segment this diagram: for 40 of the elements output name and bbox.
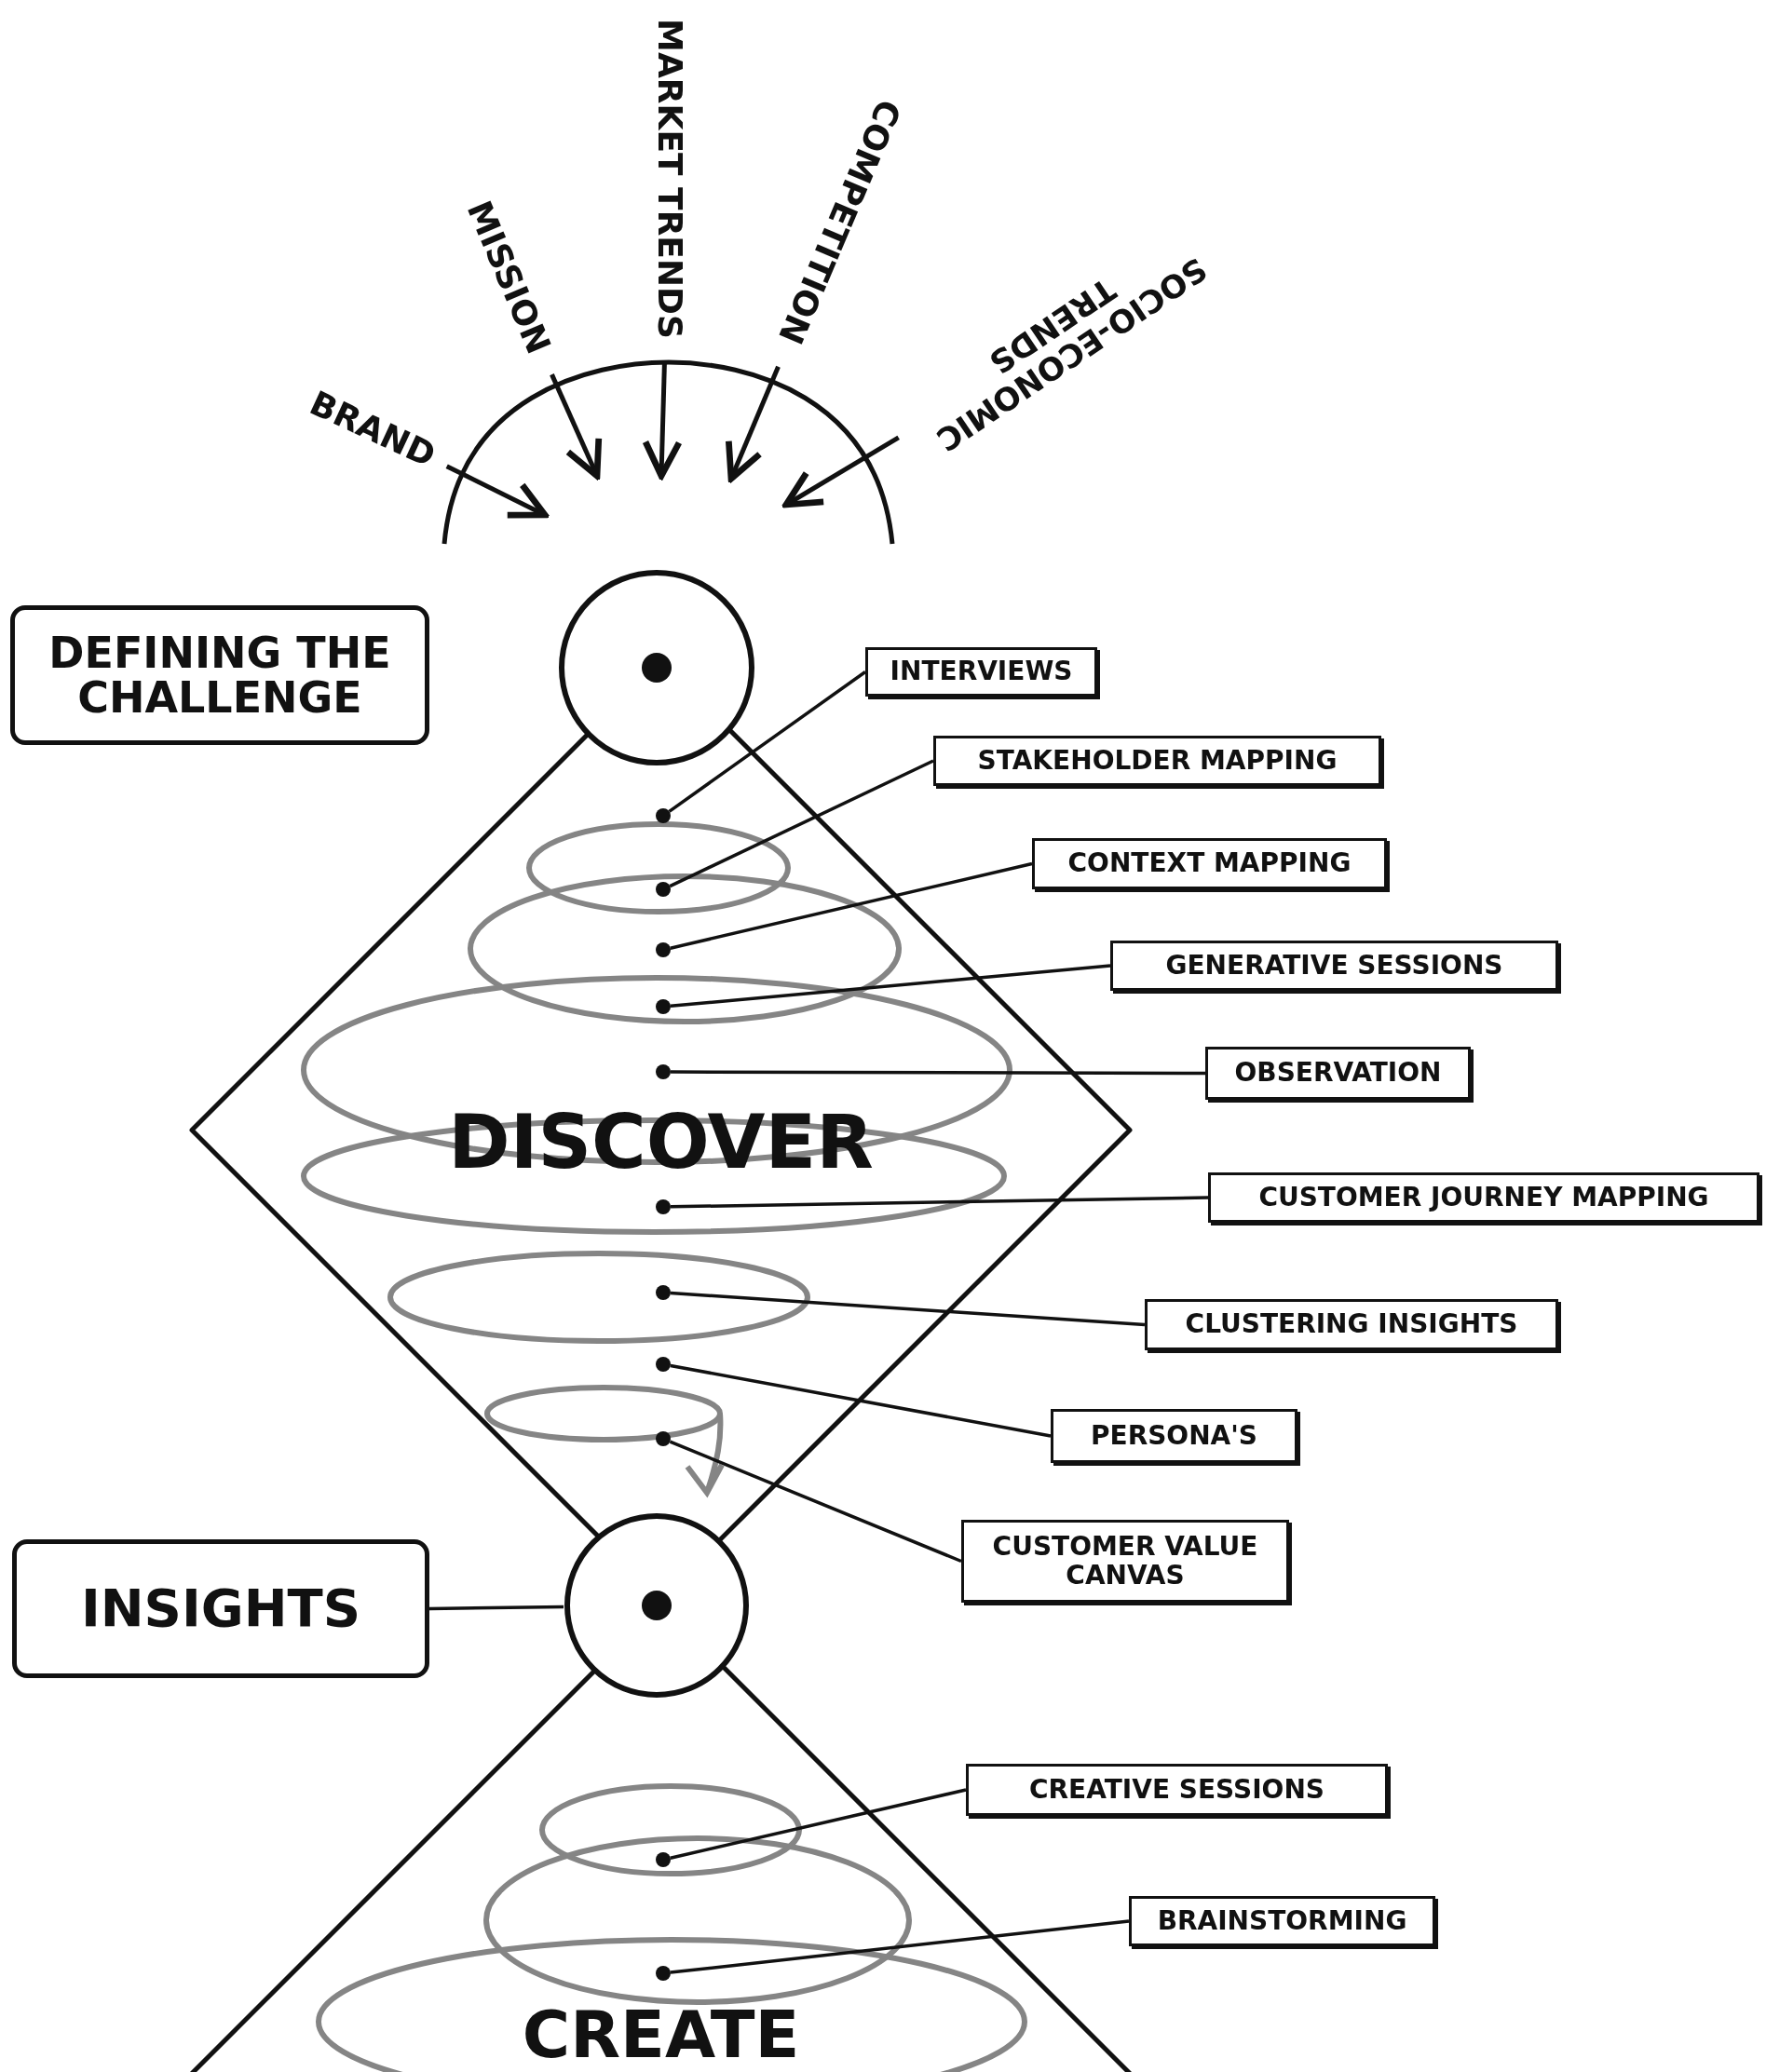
leader-line xyxy=(428,1605,564,1611)
leader-line xyxy=(670,861,1033,950)
dot-marker xyxy=(656,999,671,1014)
dot-marker xyxy=(656,1966,671,1981)
leader-line xyxy=(671,1070,1205,1076)
dot-marker xyxy=(656,808,671,823)
leader-line xyxy=(669,1440,962,1564)
arrow xyxy=(445,464,549,519)
method-label: CREATIVE SESSIONS xyxy=(966,1764,1388,1816)
arrow xyxy=(782,435,900,508)
phase-title: CREATE xyxy=(521,1998,801,2072)
method-label: STAKEHOLDER MAPPING xyxy=(933,736,1381,786)
method-label: OBSERVATION xyxy=(1205,1047,1471,1100)
dot-marker xyxy=(656,882,671,897)
leader-line xyxy=(670,1196,1209,1209)
dot-marker xyxy=(656,1852,671,1867)
dot-marker xyxy=(656,1285,671,1300)
dot-marker xyxy=(656,942,671,957)
arrow xyxy=(550,373,603,480)
phase-title: DISCOVER xyxy=(447,1101,875,1185)
leader-line xyxy=(668,670,866,813)
dot-marker xyxy=(656,1064,671,1079)
phase-box: INSIGHTS xyxy=(12,1539,429,1678)
arrow xyxy=(642,363,683,480)
method-label: PERSONA'S xyxy=(1051,1409,1297,1463)
method-label: CONTEXT MAPPING xyxy=(1032,838,1387,889)
method-label: CUSTOMER VALUE CANVAS xyxy=(961,1520,1289,1603)
method-label: CLUSTERING INSIGHTS xyxy=(1145,1299,1558,1350)
method-label: CUSTOMER JOURNEY MAPPING xyxy=(1208,1172,1759,1223)
leader-line xyxy=(670,1919,1130,1974)
leader-line xyxy=(670,1291,1146,1327)
method-label: GENERATIVE SESSIONS xyxy=(1110,941,1558,991)
arrow xyxy=(726,365,781,482)
dot-marker xyxy=(656,1199,671,1214)
dot-marker xyxy=(656,1431,671,1446)
topic-label: MARKET TRENDS xyxy=(648,7,691,351)
method-label: BRAINSTORMING xyxy=(1129,1896,1435,1946)
dot-marker xyxy=(656,1357,671,1372)
method-label: INTERVIEWS xyxy=(865,647,1097,697)
phase-box: DEFINING THE CHALLENGE xyxy=(10,605,429,745)
